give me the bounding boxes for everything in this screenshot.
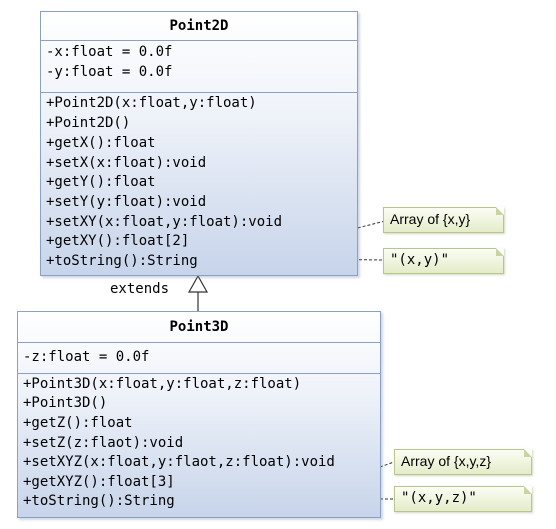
point3d-fields: -z:float = 0.0f <box>18 342 380 373</box>
point2d-method: +Point2D(x:float,y:float) <box>46 95 257 111</box>
point2d-method: +setXY(x:float,y:float):void <box>46 214 283 230</box>
point2d-method: +Point2D() <box>46 115 131 131</box>
note-getxy: Array of {x,y} <box>383 207 504 233</box>
point3d-method: +getXYZ():float[3] <box>23 474 175 490</box>
point3d-method: +Point3D() <box>23 395 108 411</box>
point2d-method: +getY():float <box>46 174 156 190</box>
note-getxyz: Array of {x,y,z} <box>394 449 532 475</box>
point3d-class: Point3D -z:float = 0.0f +Point3D(x:float… <box>17 311 381 518</box>
point2d-method: +toString():String <box>46 253 198 269</box>
point3d-method: +setXYZ(x:float,y:flaot,z:float):void <box>23 454 335 470</box>
point2d-method: +setX(x:float):void <box>46 155 207 171</box>
point3d-method: +toString():String <box>23 493 175 509</box>
point2d-field-y: -y:float = 0.0f <box>46 64 173 80</box>
point2d-class-name: Point2D <box>169 18 229 34</box>
point2d-field-x: -x:float = 0.0f <box>46 44 173 60</box>
point2d-fields: -x:float = 0.0f -y:float = 0.0f <box>41 40 357 92</box>
point2d-method: +getXY():float[2] <box>46 233 190 249</box>
point3d-method: +getZ():float <box>23 415 133 431</box>
point3d-methods: +Point3D(x:float,y:float,z:float) +Point… <box>18 373 380 517</box>
note-tostring2d: "(x,y)" <box>383 248 504 274</box>
extends-label: extends <box>110 281 170 297</box>
point3d-method: +Point3D(x:float,y:float,z:float) <box>23 376 302 392</box>
point2d-method: +getX():float <box>46 135 156 151</box>
point3d-method: +setZ(z:flaot):void <box>23 435 184 451</box>
note-tostring3d: "(x,y,z)" <box>394 486 532 512</box>
inheritance-arrowhead <box>187 274 209 293</box>
point3d-class-name: Point3D <box>169 319 229 335</box>
point2d-class: Point2D -x:float = 0.0f -y:float = 0.0f … <box>40 11 358 276</box>
point3d-field-z: -z:float = 0.0f <box>23 349 150 365</box>
point2d-methods: +Point2D(x:float,y:float) +Point2D() +ge… <box>41 92 357 275</box>
point2d-method: +setY(y:float):void <box>46 194 207 210</box>
